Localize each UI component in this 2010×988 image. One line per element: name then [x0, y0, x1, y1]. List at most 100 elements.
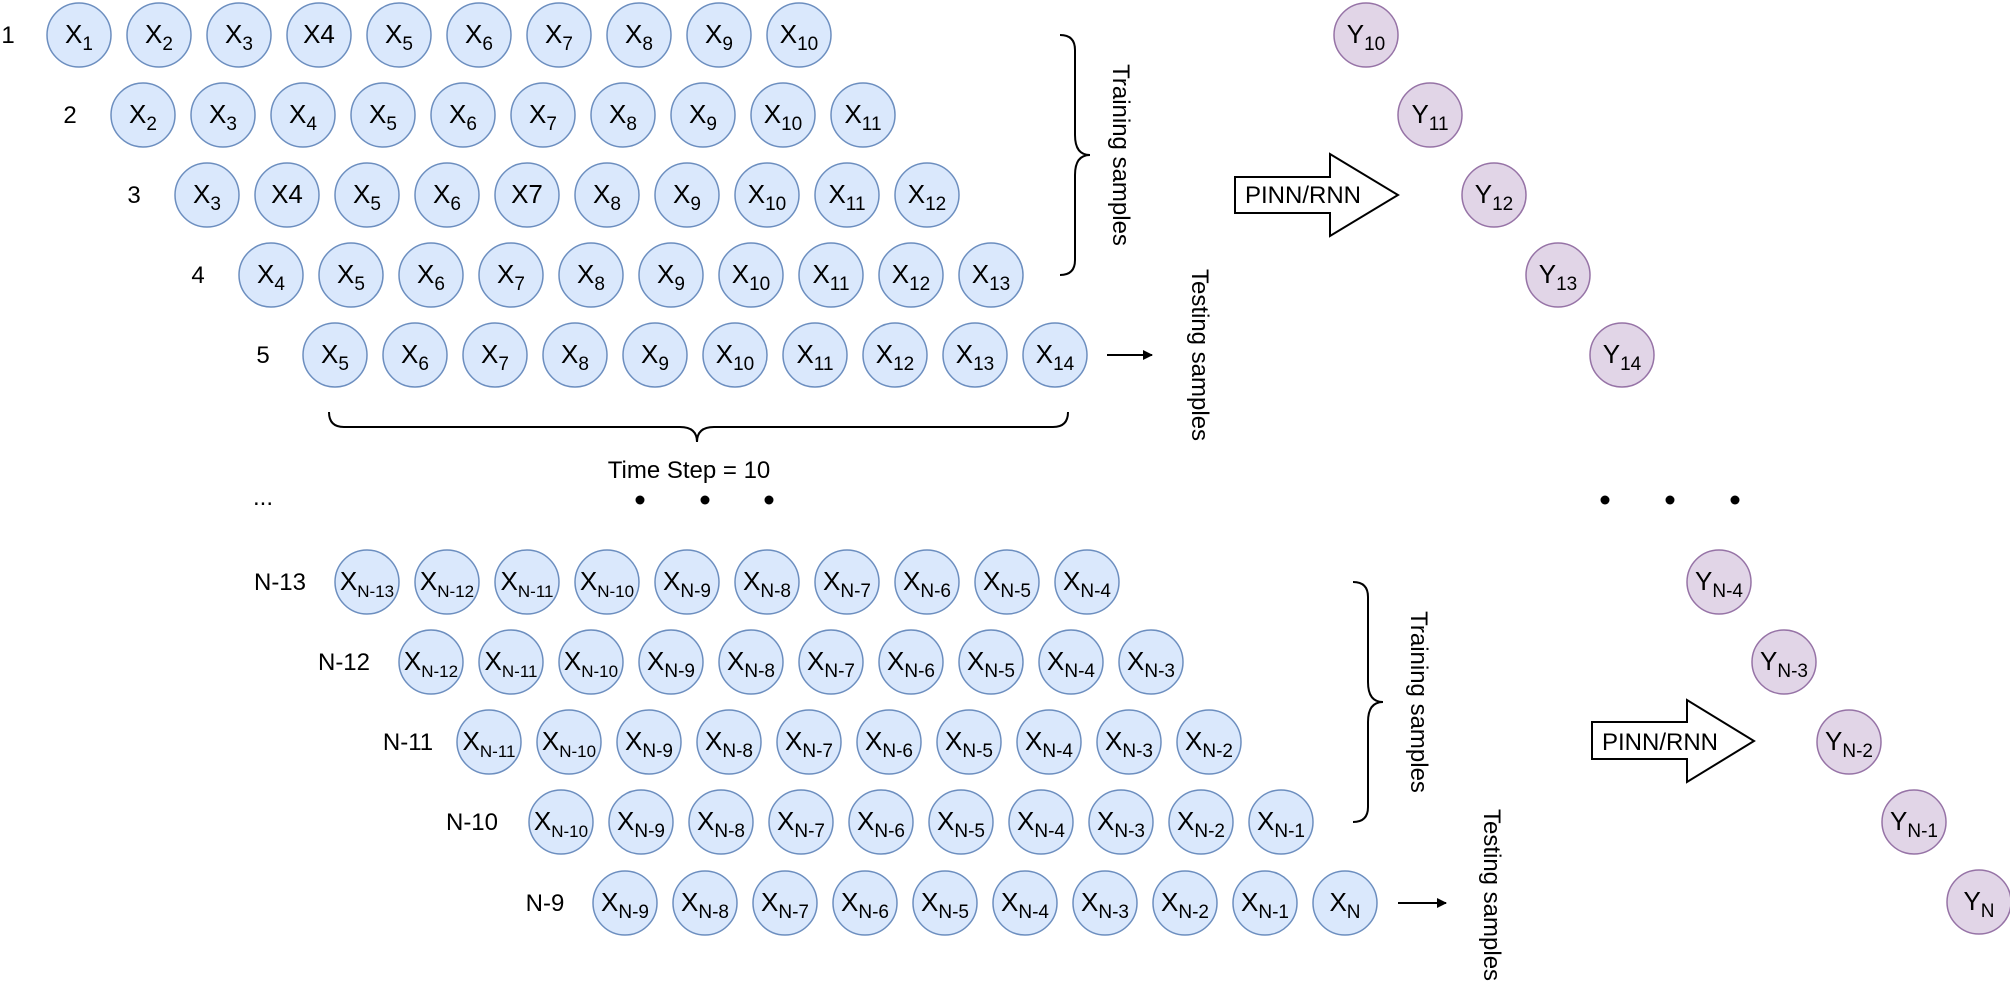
input-node: XN-1 — [1232, 870, 1298, 936]
input-node: X3 — [206, 2, 272, 68]
input-node: XN-8 — [734, 549, 800, 615]
input-node-circle — [350, 82, 416, 148]
input-node-label: X11 — [828, 179, 865, 215]
input-node-label: XN-8 — [743, 566, 791, 602]
input-node-circle — [1118, 629, 1184, 695]
input-node-label: X12 — [908, 179, 946, 215]
input-node: XN-11 — [494, 549, 560, 615]
input-node: XN-7 — [768, 789, 834, 855]
input-node: XN-3 — [1118, 629, 1184, 695]
input-node: XN-2 — [1168, 789, 1234, 855]
input-node-circle — [928, 789, 994, 855]
input-node-label: XN-8 — [727, 646, 775, 682]
input-node-circle — [798, 242, 864, 308]
input-continuation-dots — [635, 495, 774, 505]
input-node-circle — [456, 709, 522, 775]
input-node-label: XN-4 — [1063, 566, 1111, 602]
input-node-label: X13 — [972, 259, 1010, 295]
input-node-circle — [1072, 870, 1138, 936]
input-node-circle — [46, 2, 112, 68]
row-ellipsis: ... — [253, 484, 273, 511]
output-node-label: YN-4 — [1695, 566, 1743, 602]
input-node: X9 — [686, 2, 752, 68]
input-node: XN-11 — [478, 629, 544, 695]
input-node: X10 — [750, 82, 816, 148]
input-node: X7 — [494, 162, 560, 228]
input-node: X8 — [606, 2, 672, 68]
input-node-label: X8 — [609, 99, 637, 135]
input-node: X7 — [510, 82, 576, 148]
output-node-circle — [1525, 242, 1591, 308]
input-node-label: XN-7 — [807, 646, 855, 682]
row-label: 4 — [191, 262, 204, 289]
output-node: YN-2 — [1816, 709, 1882, 775]
input-node-circle — [1022, 322, 1088, 388]
input-node: XN-8 — [672, 870, 738, 936]
top-model-arrow — [1234, 152, 1400, 238]
input-node-label: X12 — [876, 339, 914, 375]
input-node-circle — [1248, 789, 1314, 855]
input-node-circle — [366, 2, 432, 68]
input-node: X8 — [542, 322, 608, 388]
output-node-circle — [1686, 549, 1752, 615]
input-node: X12 — [878, 242, 944, 308]
input-node-circle — [270, 82, 336, 148]
input-node-circle — [878, 242, 944, 308]
input-node: XN-5 — [958, 629, 1024, 695]
output-node-label: Y11 — [1411, 99, 1448, 135]
input-node: X1 — [46, 2, 112, 68]
input-node: X11 — [782, 322, 848, 388]
input-node: X12 — [894, 162, 960, 228]
input-node-label: XN-6 — [857, 806, 905, 842]
input-node-circle — [528, 789, 594, 855]
input-node-label: XN-11 — [485, 646, 538, 681]
bottom-training-label: Training samples — [1405, 611, 1432, 793]
input-node: XN-4 — [1038, 629, 1104, 695]
input-node-label: XN-9 — [625, 726, 673, 762]
input-node-label: X11 — [812, 259, 849, 295]
input-node-label: XN-11 — [501, 566, 554, 601]
input-node-label: X9 — [657, 259, 685, 295]
input-node-label: X7 — [529, 99, 557, 135]
input-node-circle — [1168, 789, 1234, 855]
input-node-label: XN-12 — [420, 566, 474, 601]
input-node-circle — [558, 629, 624, 695]
input-node: XN-5 — [936, 709, 1002, 775]
input-node-circle — [974, 549, 1040, 615]
input-node-circle — [862, 322, 928, 388]
input-node: XN — [1312, 870, 1378, 936]
input-node-circle — [286, 2, 352, 68]
input-node-circle — [936, 709, 1002, 775]
input-node-circle — [254, 162, 320, 228]
input-node: XN-4 — [1016, 709, 1082, 775]
row-label: 3 — [127, 182, 140, 209]
row-label: N-10 — [446, 809, 498, 836]
input-node: XN-7 — [814, 549, 880, 615]
input-node-label: X8 — [577, 259, 605, 295]
input-node-label: XN-6 — [841, 887, 889, 923]
input-node-label: XN-4 — [1025, 726, 1073, 762]
input-node: XN-7 — [752, 870, 818, 936]
input-node: XN-6 — [894, 549, 960, 615]
input-node-circle — [688, 789, 754, 855]
input-node-circle — [734, 162, 800, 228]
output-node-label: YN-2 — [1825, 726, 1873, 762]
input-node-label: XN-4 — [1017, 806, 1065, 842]
input-node-label: X10 — [716, 339, 754, 375]
input-node-circle — [654, 549, 720, 615]
input-node-label: X4 — [271, 179, 303, 209]
input-node: X3 — [174, 162, 240, 228]
input-node-circle — [894, 549, 960, 615]
top-training-label: Training samples — [1107, 64, 1134, 246]
input-node: XN-9 — [608, 789, 674, 855]
row-label: 1 — [1, 22, 14, 49]
input-node-circle — [608, 789, 674, 855]
input-node: X3 — [190, 82, 256, 148]
row-label: N-13 — [254, 569, 306, 596]
input-node-label: XN-3 — [1081, 887, 1129, 923]
input-node-label: X6 — [433, 179, 461, 215]
input-node-circle — [526, 2, 592, 68]
input-node-label: XN-2 — [1185, 726, 1233, 762]
output-node-label: YN — [1963, 886, 1994, 922]
input-node-circle — [750, 82, 816, 148]
